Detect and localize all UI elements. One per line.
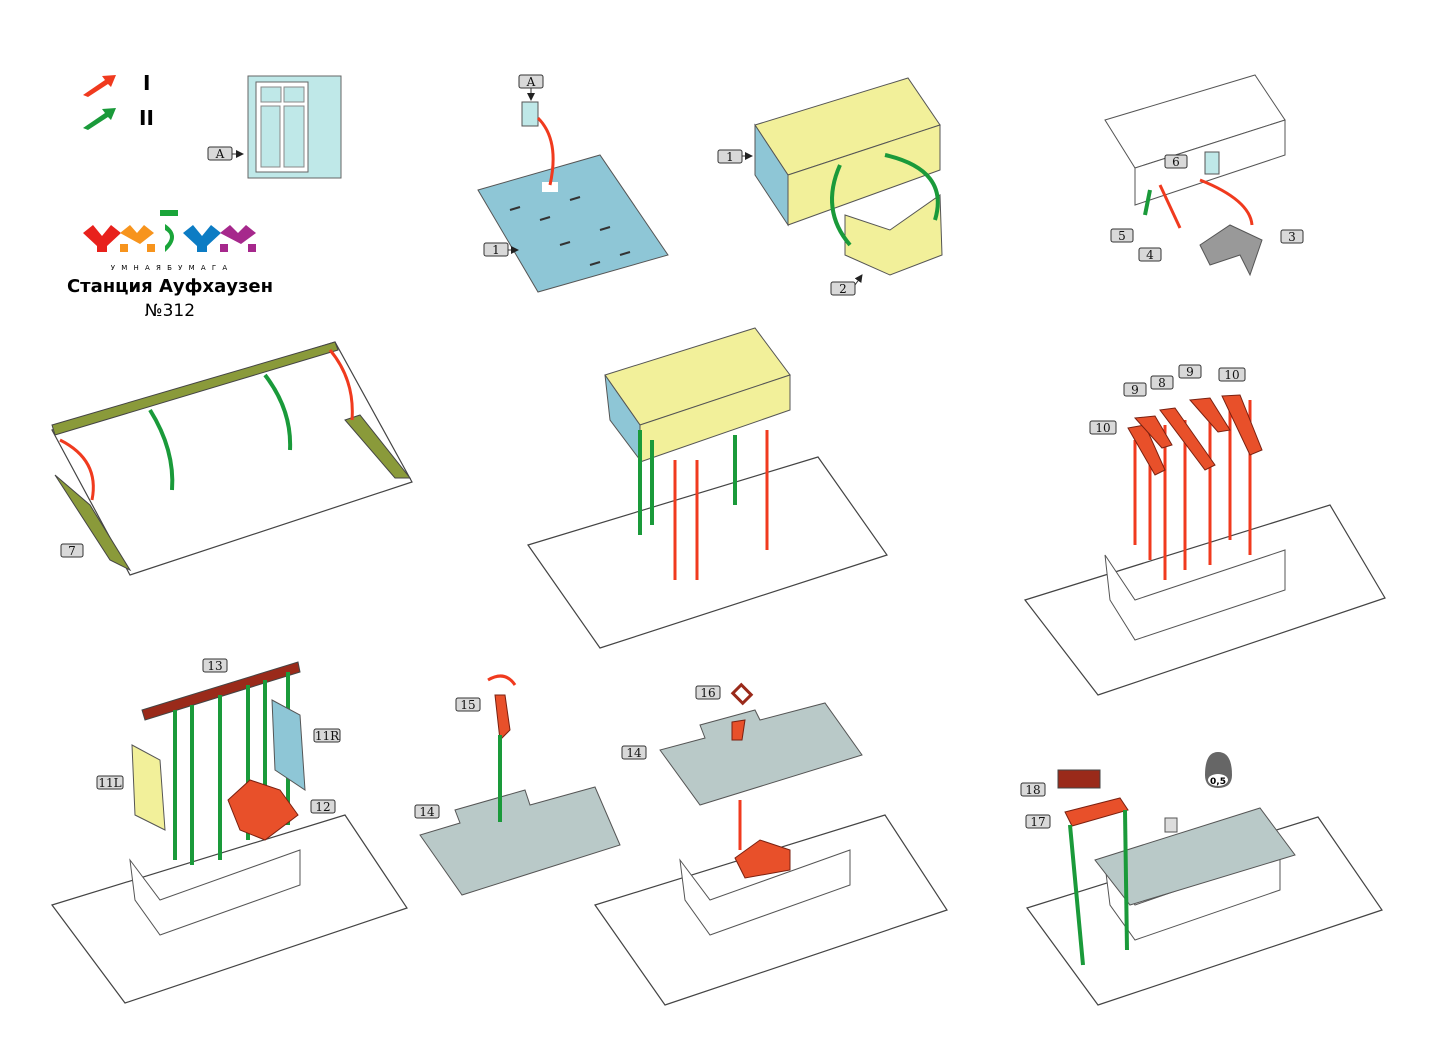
red-arrow-icon: [83, 75, 116, 97]
part-callout: 14: [414, 804, 440, 819]
part-callout: 1: [717, 149, 743, 164]
step-two-label: II: [139, 106, 154, 130]
svg-text:13: 13: [207, 659, 222, 673]
part-callout: 9: [1178, 364, 1202, 379]
svg-text:9: 9: [1186, 365, 1194, 379]
svg-text:7: 7: [68, 544, 76, 558]
part-callout: 17: [1025, 814, 1051, 829]
part-callout: 2: [830, 281, 856, 296]
part-callout: 11L: [96, 775, 124, 790]
part-callout: 6: [1164, 154, 1188, 169]
svg-text:8: 8: [1158, 376, 1166, 390]
svg-text:A: A: [215, 147, 225, 161]
step-one-label: I: [143, 71, 150, 95]
step-panel-7: 13 11R 11L 12: [51, 658, 408, 1004]
svg-text:A: A: [526, 75, 536, 89]
svg-text:2: 2: [839, 282, 847, 296]
svg-text:17: 17: [1030, 815, 1045, 829]
svg-text:0,5: 0,5: [1210, 777, 1226, 787]
svg-text:10: 10: [1095, 421, 1110, 435]
step-panel-6: 9 8 9 10 10: [1023, 364, 1386, 696]
svg-text:11L: 11L: [98, 776, 121, 790]
svg-text:16: 16: [700, 686, 715, 700]
weight-icon: 0,5: [1205, 752, 1232, 788]
step-panel-1: A 1: [477, 74, 669, 293]
part-callout: 3: [1280, 229, 1304, 244]
svg-text:1: 1: [492, 243, 500, 257]
brand-logo: У М Н А Я Б У М А Г А: [83, 210, 256, 272]
svg-text:6: 6: [1172, 155, 1180, 169]
part-callout: 9: [1123, 382, 1147, 397]
svg-text:3: 3: [1288, 230, 1296, 244]
green-arrow-icon: [83, 108, 116, 130]
svg-text:14: 14: [419, 805, 435, 819]
step-panel-4: 7: [51, 341, 413, 576]
part-callout: 7: [60, 543, 84, 558]
legend: I II: [83, 71, 154, 130]
svg-text:У М Н А Я Б У М А Г А: У М Н А Я Б У М А Г А: [111, 264, 229, 272]
part-callout: A: [518, 74, 544, 89]
svg-text:1: 1: [726, 150, 734, 164]
svg-text:11R: 11R: [315, 729, 340, 743]
svg-text:15: 15: [460, 698, 475, 712]
step-panel-10: 18 17 0,5: [1020, 752, 1383, 1006]
svg-text:12: 12: [315, 800, 330, 814]
part-callout: 13: [202, 658, 228, 673]
part-callout: 14: [621, 745, 647, 760]
step-panel-2: 1 2: [717, 77, 943, 296]
part-callout: 11R: [313, 728, 341, 743]
part-callout: 12: [310, 799, 336, 814]
model-number: №312: [145, 301, 195, 321]
svg-text:5: 5: [1118, 229, 1126, 243]
svg-text:14: 14: [626, 746, 642, 760]
svg-text:18: 18: [1025, 783, 1040, 797]
step-panel-5: [527, 327, 888, 649]
part-callout: 1: [483, 242, 509, 257]
part-callout: 8: [1150, 375, 1174, 390]
part-callout: 16: [695, 685, 721, 700]
svg-text:4: 4: [1146, 248, 1154, 262]
window-part: A: [207, 75, 342, 179]
part-callout: 4: [1138, 247, 1162, 262]
part-callout: 10: [1089, 420, 1117, 435]
model-title: Станция Ауфхаузен: [67, 276, 273, 297]
step-panel-9: 16 14: [594, 682, 948, 1006]
svg-text:10: 10: [1224, 368, 1239, 382]
part-callout: 18: [1020, 782, 1046, 797]
step-panel-8: 15 14: [414, 674, 621, 896]
part-callout: 5: [1110, 228, 1134, 243]
part-callout: 10: [1218, 367, 1246, 382]
part-callout: A: [207, 146, 233, 161]
step-panel-3: 6 5 4 3: [1104, 74, 1304, 277]
svg-text:9: 9: [1131, 383, 1139, 397]
part-callout: 15: [455, 697, 481, 712]
